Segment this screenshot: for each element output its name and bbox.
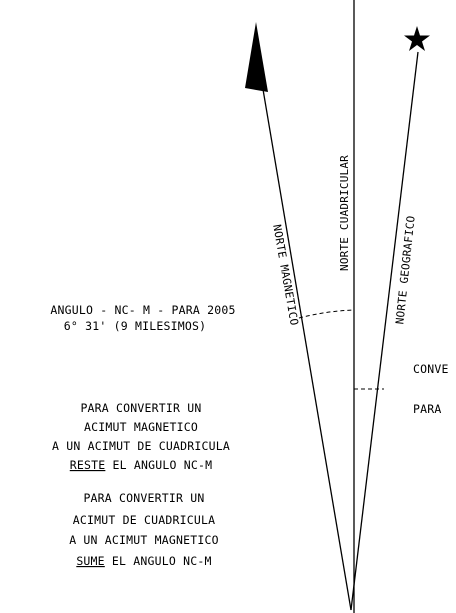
note-resta-line2: ACIMUT MAGNETICO xyxy=(84,420,198,434)
angle-note-line1: ANGULO - NC- M - PARA 2005 xyxy=(50,303,235,317)
note-suma-line3: A UN ACIMUT MAGNETICO xyxy=(69,533,219,547)
right-partial-line1: CONVE xyxy=(413,362,449,376)
note-suma-line4: SUME EL ANGULO NC-M xyxy=(76,554,211,568)
note-suma-line2: ACIMUT DE CUADRICULA xyxy=(73,513,215,527)
star-icon xyxy=(404,26,430,51)
note-suma-line1: PARA CONVERTIR UN xyxy=(83,491,204,505)
note-resta-rest: EL ANGULO NC-M xyxy=(105,458,212,472)
angle-note-line2: 6° 31' (9 MILESIMOS) xyxy=(64,319,206,333)
right-partial-line2: PARA xyxy=(413,402,442,416)
note-resta-line3: A UN ACIMUT DE CUADRICULA xyxy=(52,439,230,453)
note-suma-emphasis: SUME xyxy=(76,554,105,568)
angle-arc-nc-m xyxy=(298,309,355,319)
note-resta-line1: PARA CONVERTIR UN xyxy=(80,401,201,415)
pennant-flag-icon xyxy=(245,22,268,92)
geographic-north-line xyxy=(350,51,419,611)
label-norte-magnetico: NORTE MAGNETICO xyxy=(270,223,301,326)
note-suma-rest: EL ANGULO NC-M xyxy=(105,554,212,568)
note-resta-emphasis: RESTE xyxy=(70,458,106,472)
magnetic-north-line xyxy=(254,41,352,611)
note-resta-line4: RESTE EL ANGULO NC-M xyxy=(70,458,212,472)
label-norte-cuadricular: NORTE CUADRICULAR xyxy=(338,155,351,271)
